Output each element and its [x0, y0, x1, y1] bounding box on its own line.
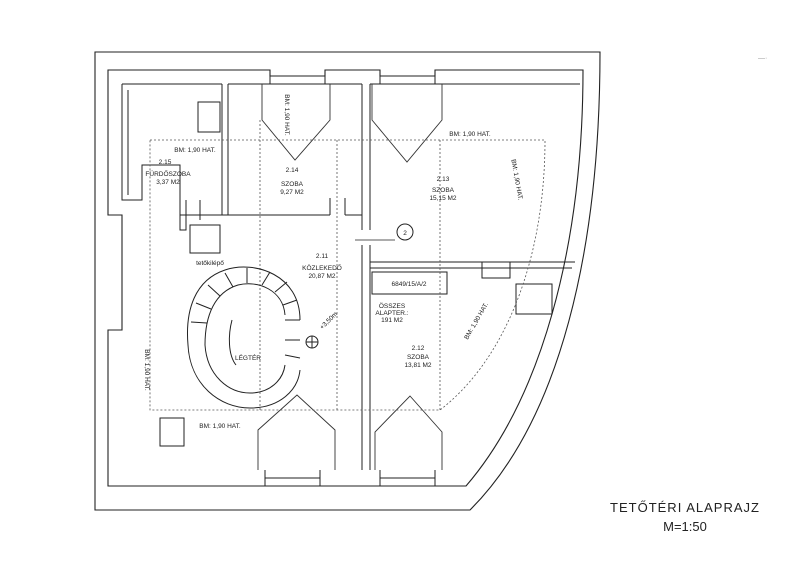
corridor-number: 2.11	[316, 253, 329, 260]
room212-number: 2.12	[412, 345, 425, 352]
bath-area: 3,37 M2	[156, 179, 180, 186]
room213-name: SZOBA	[432, 187, 455, 194]
parcel-box-label: 6849/15/A/2	[391, 281, 426, 288]
bm-top-right: BM: 1,90 HAT.	[449, 131, 491, 138]
corner-mark: —·	[758, 55, 768, 62]
room214-name: SZOBA	[281, 181, 304, 188]
bm-bath: BM: 1,90 HAT.	[174, 147, 216, 154]
height-line	[149, 120, 546, 411]
section-marker-label: 2	[403, 230, 407, 237]
title-block: TETŐTÉRI ALAPRAJZ M=1:50	[600, 500, 770, 534]
room212-name: SZOBA	[407, 354, 430, 361]
bm-room214: BM: 1,90 HAT.	[283, 94, 290, 136]
dormers	[257, 84, 443, 470]
section-marker-circle	[396, 223, 414, 241]
total-line1: ÖSSZES	[379, 302, 406, 310]
attic-hatch-label: tetőkilépő	[196, 260, 224, 267]
total-line2: ALAPTER.:	[375, 310, 408, 317]
bath-name: FÜRDŐSZOBA	[145, 169, 191, 178]
bm-left: BM: 1,90 HAT.	[143, 349, 150, 391]
drawing-scale: M=1:50	[663, 519, 707, 534]
spiral-staircase	[186, 266, 319, 409]
windows	[264, 70, 436, 486]
bm-right-212: BM: 1,90 HAT.	[463, 301, 490, 341]
bm-bottom: BM: 1,90 HAT.	[199, 423, 241, 430]
bath-number: 2.15	[159, 159, 172, 166]
room214-number: 2.14	[286, 167, 299, 174]
room212-area: 13,81 M2	[404, 362, 431, 369]
room214-area: 9,27 M2	[280, 189, 304, 196]
void-label: LÉGTÉR	[235, 353, 261, 362]
interior-walls	[108, 83, 580, 470]
level-label: +3,50m	[319, 311, 339, 331]
total-line3: 191 M2	[381, 317, 403, 324]
room213-area: 15,15 M2	[429, 195, 456, 202]
corridor-area: 20,87 M2	[308, 273, 335, 280]
room213-number: 2.13	[437, 176, 450, 183]
outer-walls	[94, 51, 601, 511]
bm-right-213: BM: 1,90 HAT.	[509, 159, 523, 201]
drawing-title: TETŐTÉRI ALAPRAJZ	[610, 500, 760, 515]
corridor-name: KÖZLEKEDŐ	[302, 263, 342, 272]
